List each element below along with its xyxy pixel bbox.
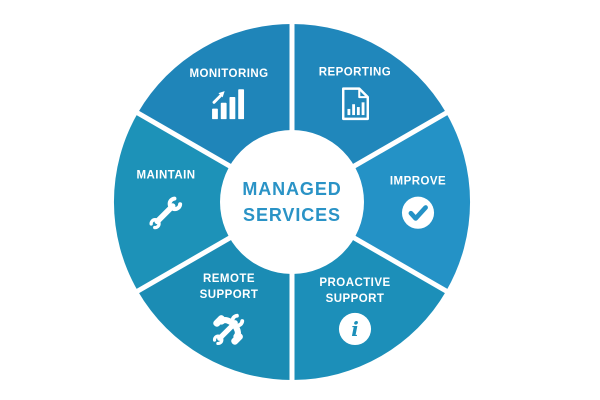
center-circle [220,130,364,274]
segment-maintain [113,113,292,291]
segment-improve [292,113,471,291]
